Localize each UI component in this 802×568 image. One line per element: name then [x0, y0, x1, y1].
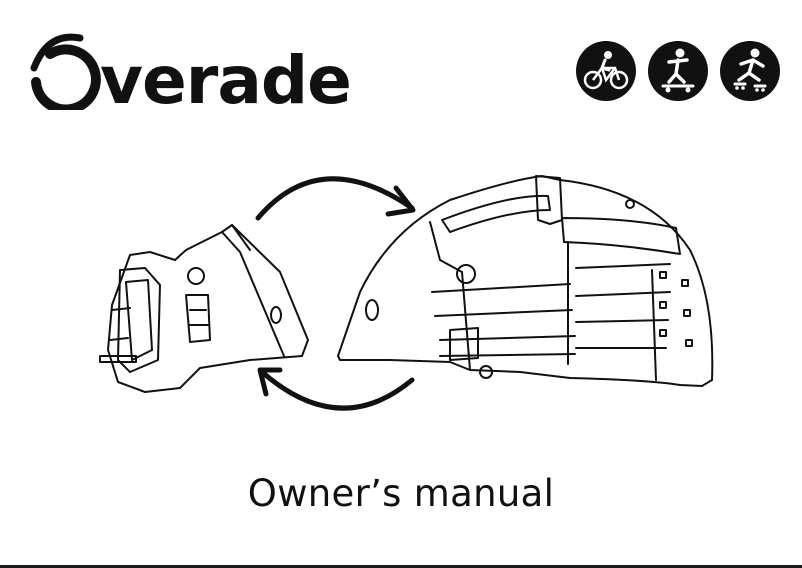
- rollerblading-icon: [720, 41, 780, 101]
- folded-helmet: [99, 224, 309, 393]
- cycling-icon: [576, 41, 636, 101]
- skateboarding-icon: [648, 41, 708, 101]
- bottom-rule: [0, 565, 802, 568]
- document-title: Owner’s manual: [247, 472, 555, 515]
- folding-helmet-illustration: [99, 175, 714, 411]
- unfolded-helmet: [337, 175, 714, 387]
- svg-text:verade: verade: [100, 42, 351, 110]
- activity-icons: [575, 40, 780, 104]
- overade-logo: verade: [30, 33, 352, 110]
- fold-arrow-icon: [255, 176, 415, 221]
- unfold-arrow-icon: [259, 369, 415, 411]
